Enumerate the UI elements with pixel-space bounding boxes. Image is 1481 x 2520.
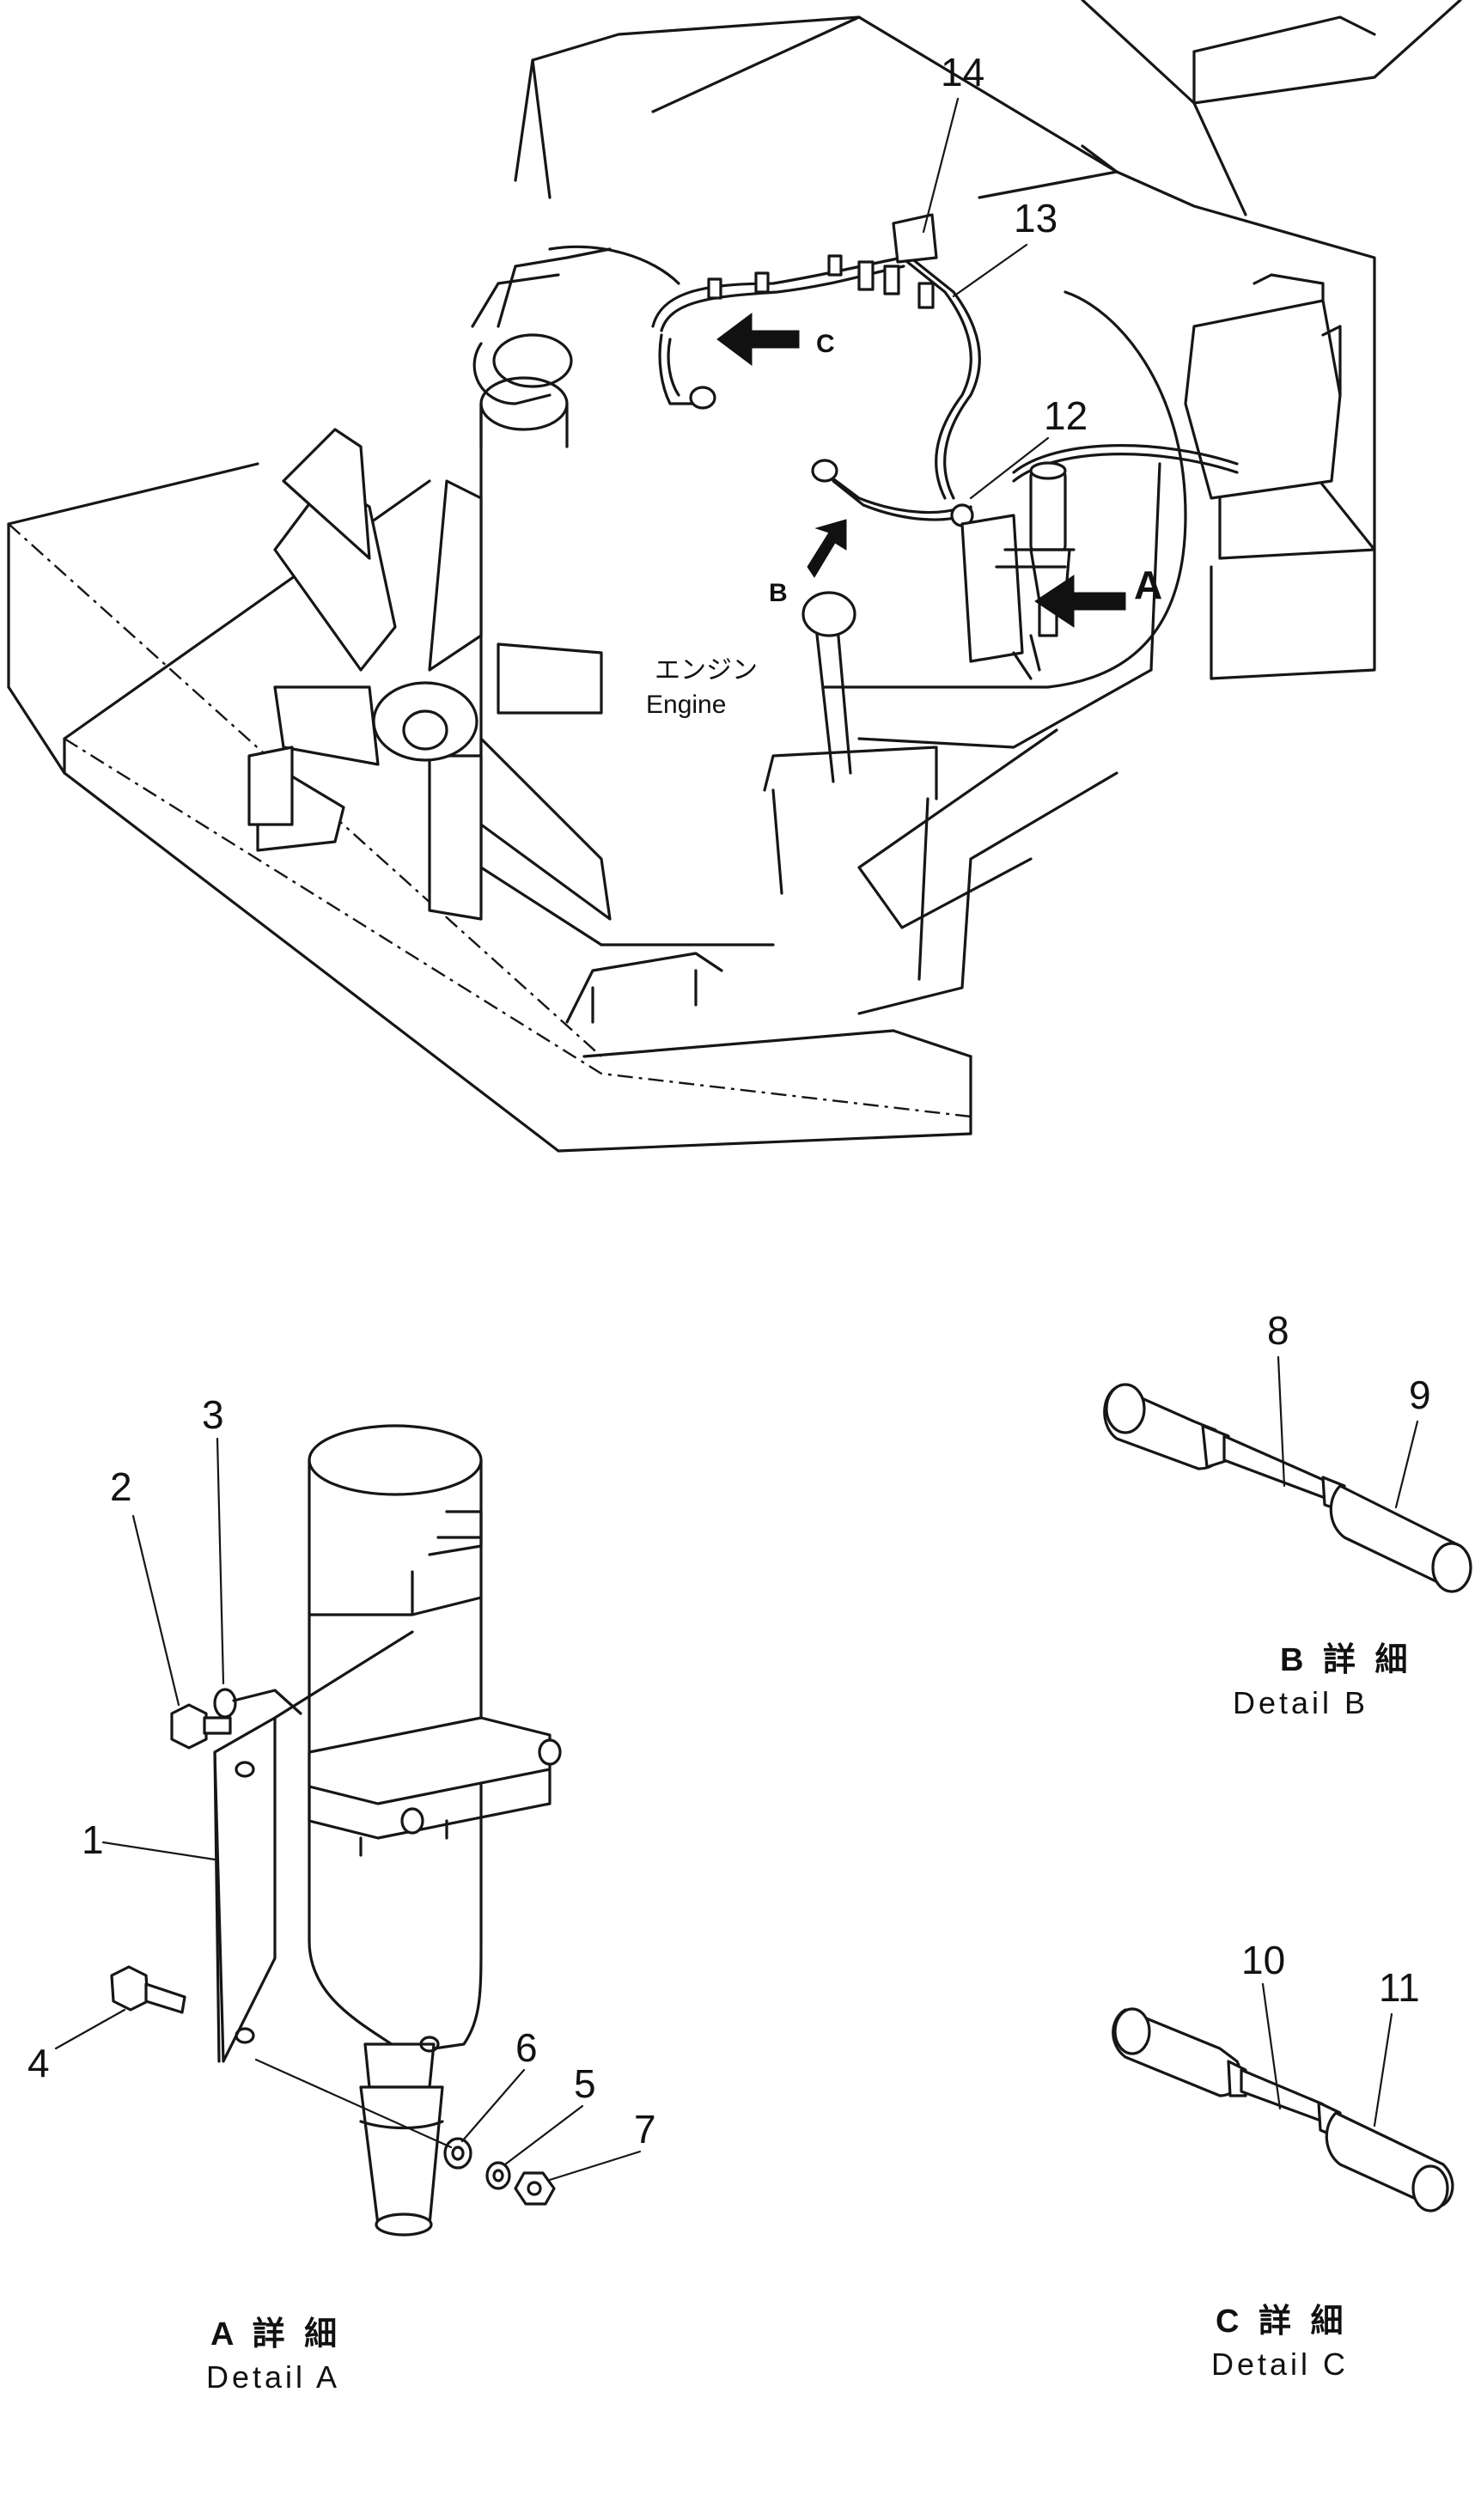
callout-6: 6 xyxy=(515,2025,538,2070)
view-marker-a: A xyxy=(1134,563,1162,607)
detail-b-subtitle: Detail B xyxy=(1233,1685,1368,1720)
mounting-plate xyxy=(213,1716,277,2063)
engine-block xyxy=(479,170,1187,947)
callout-14: 14 xyxy=(941,50,984,94)
mounted-component-right xyxy=(1184,273,1342,500)
callout-13: 13 xyxy=(1014,196,1057,240)
washer-part-3 xyxy=(213,1688,302,1719)
engine-assembly-view: A B C エンジン Engine 14 13 12 xyxy=(7,0,1462,1153)
callout-10: 10 xyxy=(1241,1938,1285,1982)
view-arrow-b: B xyxy=(769,519,847,607)
detail-c-title: C 詳 細 xyxy=(1216,2304,1349,2340)
bolt-part-2 xyxy=(170,1703,232,1750)
detail-b-view: 8 9 B 詳 細 Detail B xyxy=(1103,1308,1472,1720)
callout-7: 7 xyxy=(634,2107,656,2152)
hose-assembly-c xyxy=(1112,2007,1454,2213)
engine-label-en: Engine xyxy=(646,691,726,719)
callout-11: 11 xyxy=(1379,1965,1420,2010)
leader-12 xyxy=(969,436,1050,500)
lock-washer-part-5 xyxy=(485,2161,511,2190)
intake-elbow-pipe xyxy=(471,245,680,448)
detail-c-subtitle: Detail C xyxy=(1211,2347,1349,2382)
callout-12: 12 xyxy=(1044,393,1088,438)
dipstick-rod xyxy=(801,591,856,783)
engine-label-jp: エンジン xyxy=(655,656,758,685)
view-marker-c: C xyxy=(816,330,835,358)
sensor-bracket-assembly xyxy=(960,461,1076,680)
leader-13 xyxy=(952,243,1028,298)
callout-5: 5 xyxy=(574,2061,596,2106)
detail-a-subtitle: Detail A xyxy=(206,2359,340,2395)
callout-1: 1 xyxy=(82,1817,104,1862)
wiring-harness xyxy=(651,213,1239,620)
detail-c-view: 10 11 C 詳 細 Detail C xyxy=(1112,1938,1454,2382)
detail-a-title: A 詳 細 xyxy=(210,2316,342,2353)
view-arrow-a: A xyxy=(1034,563,1162,628)
hose-assembly-b xyxy=(1103,1383,1472,1593)
washer-part-6 xyxy=(443,2137,472,2170)
detail-a-view: 3 2 1 4 6 5 7 A 詳 細 Detail A xyxy=(27,1392,656,2395)
callout-2: 2 xyxy=(110,1464,132,1509)
view-marker-b: B xyxy=(769,579,788,607)
callout-3: 3 xyxy=(202,1392,224,1437)
callout-9: 9 xyxy=(1409,1373,1431,1417)
nut-part-7 xyxy=(514,2171,556,2206)
bolt-part-4 xyxy=(110,1965,186,2014)
leader-14 xyxy=(922,97,960,234)
machine-frame xyxy=(7,0,1462,1153)
view-arrow-c: C xyxy=(716,313,835,366)
callout-8: 8 xyxy=(1267,1308,1289,1353)
detail-b-title: B 詳 細 xyxy=(1280,1642,1413,1678)
radiator-fan xyxy=(247,428,612,921)
callout-4: 4 xyxy=(27,2041,50,2085)
